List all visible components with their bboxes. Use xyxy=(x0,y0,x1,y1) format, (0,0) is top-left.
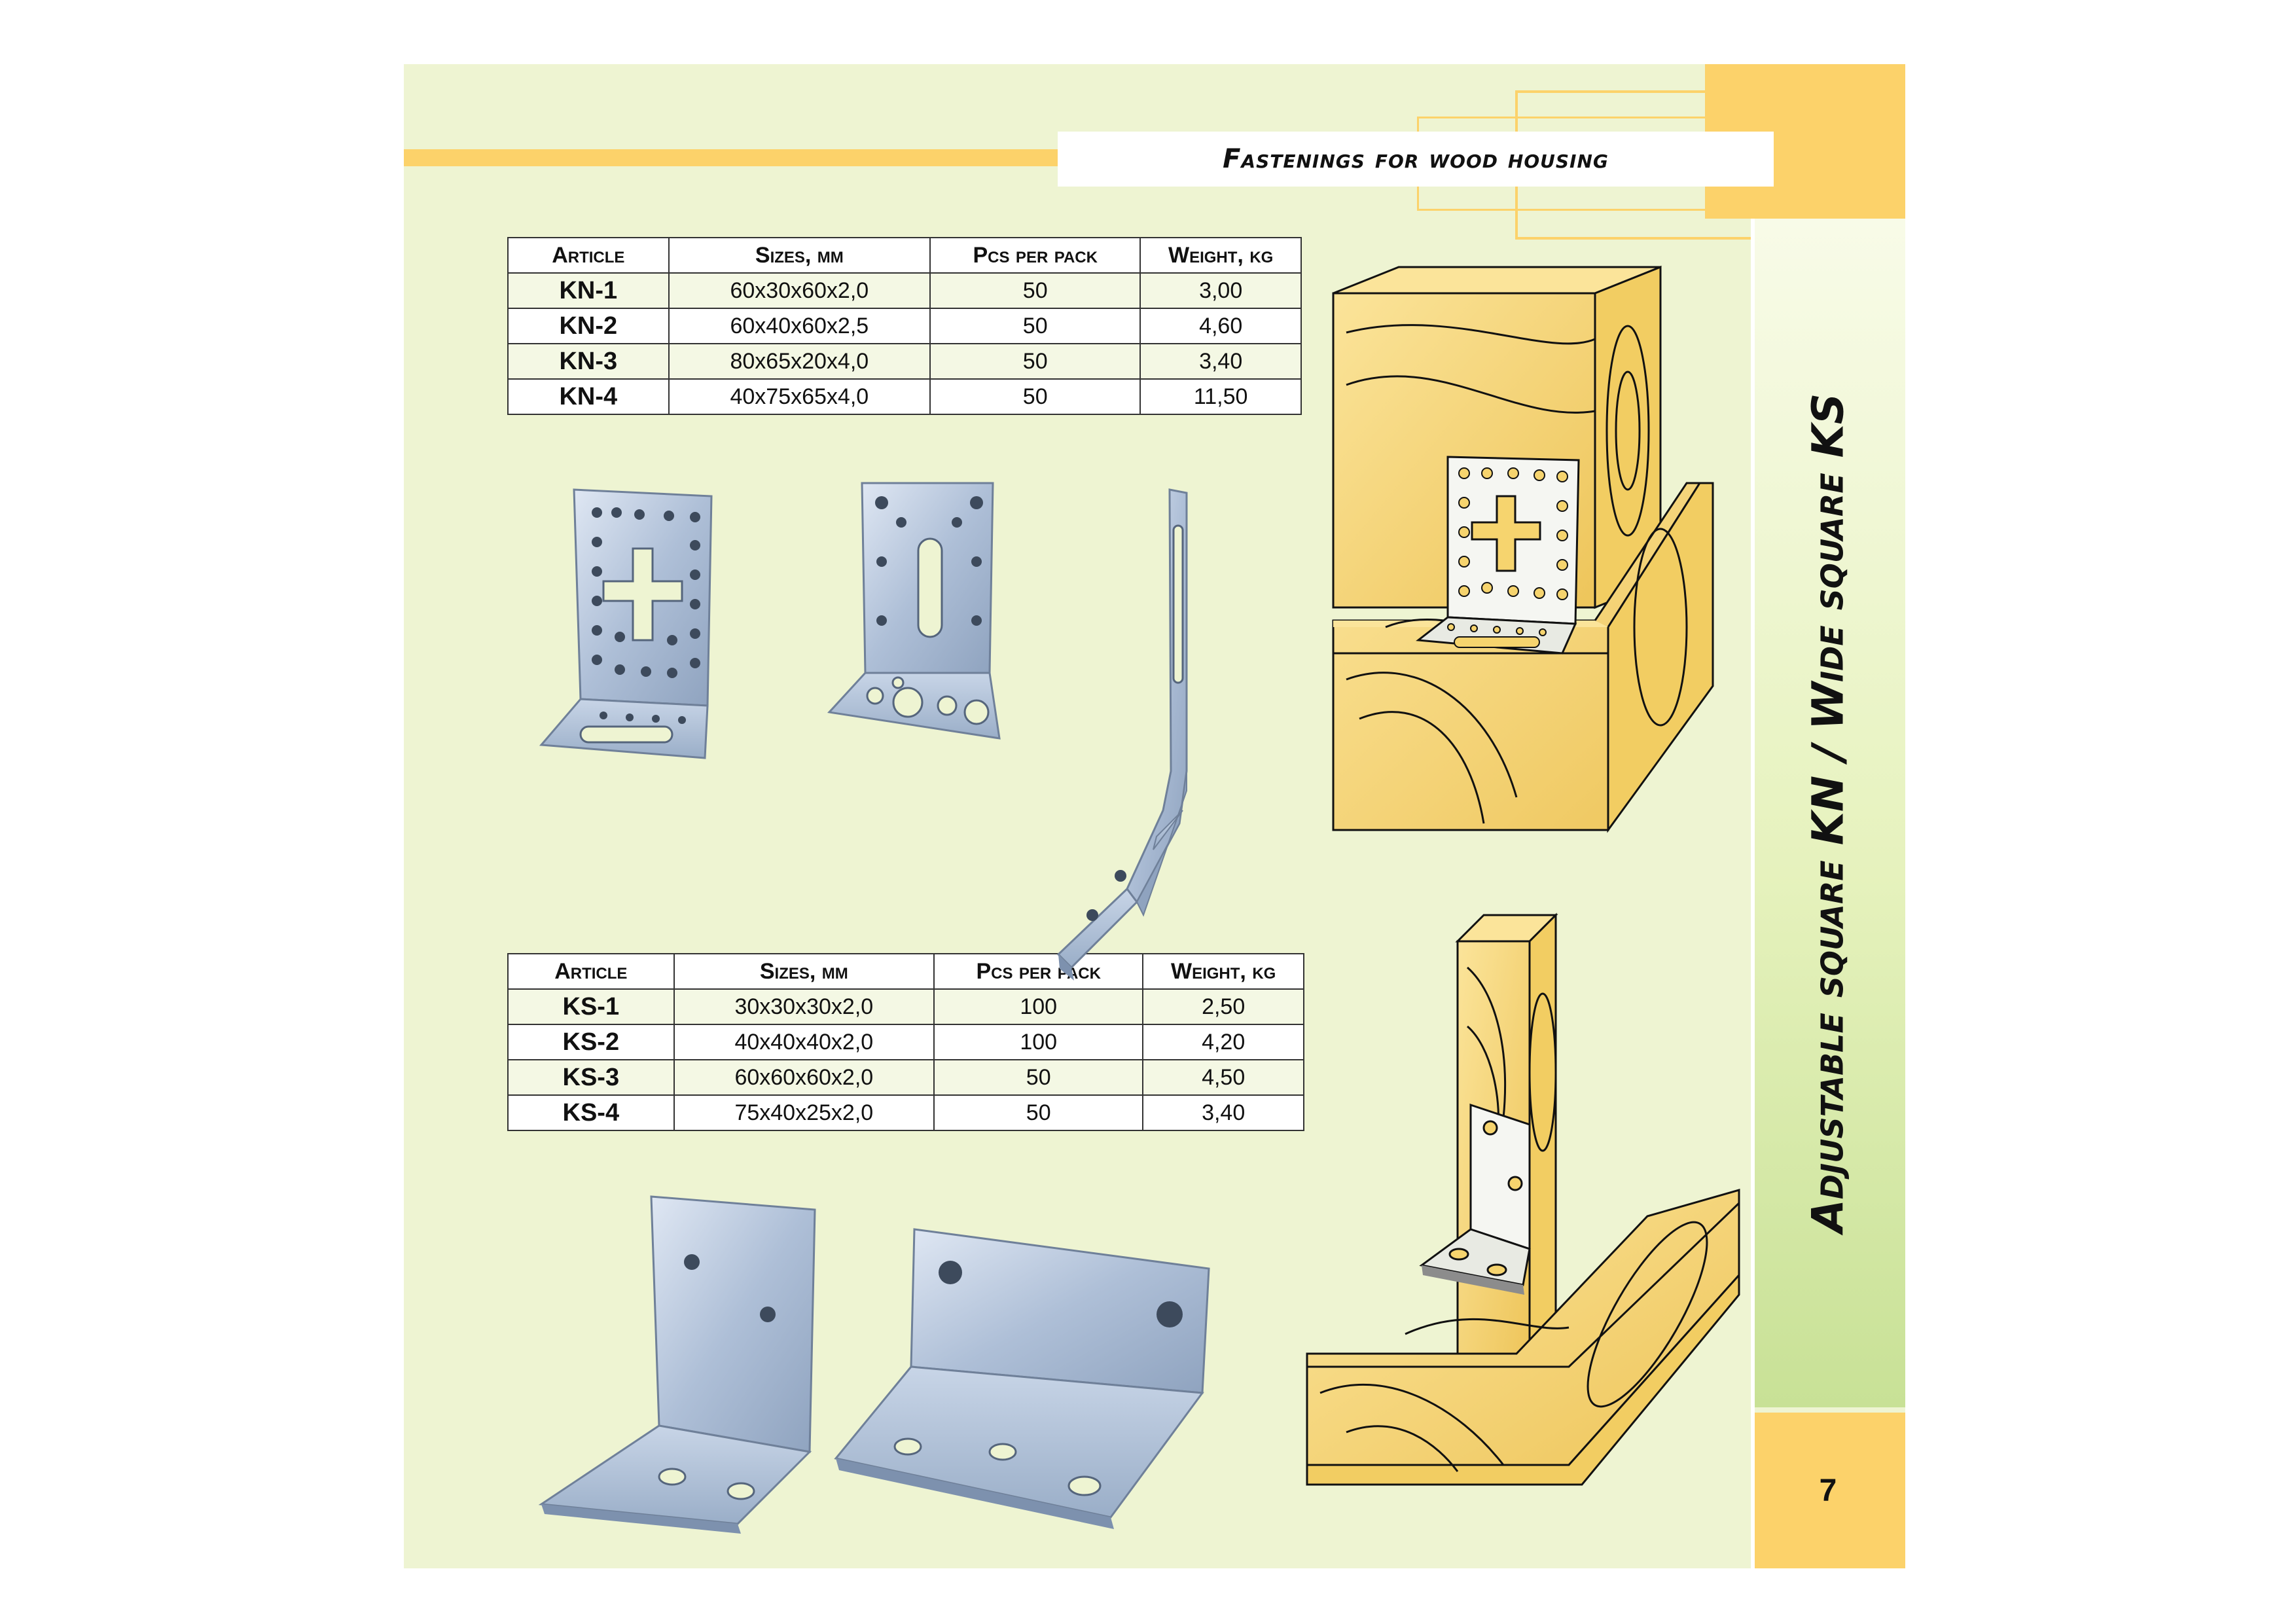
article-cell: KS-1 xyxy=(507,988,675,1025)
pcs-cell: 100 xyxy=(933,988,1144,1025)
table-row: KN-2 60x40x60x2,5 50 4,60 xyxy=(507,308,1302,344)
weight-cell: 3,40 xyxy=(1142,1094,1304,1131)
weight-cell: 2,50 xyxy=(1142,988,1304,1025)
ks-wood-installation-image xyxy=(1306,912,1740,1486)
ks-narrow-bracket-image xyxy=(538,1195,816,1534)
pcs-cell: 50 xyxy=(933,1094,1144,1131)
sizes-cell: 60x60x60x2,0 xyxy=(673,1059,935,1096)
article-cell: KN-1 xyxy=(507,272,670,309)
sizes-cell: 30x30x30x2,0 xyxy=(673,988,935,1025)
column-header: Weight, kg xyxy=(1139,237,1302,274)
weight-cell: 3,40 xyxy=(1139,343,1302,380)
table-row: KS-3 60x60x60x2,0 50 4,50 xyxy=(507,1059,1304,1096)
kn-spec-table: Article Sizes, mm Pcs per pack Weight, k… xyxy=(507,237,1302,415)
ks-wide-bracket-image xyxy=(834,1228,1210,1529)
table-row: KN-3 80x65x20x4,0 50 3,40 xyxy=(507,343,1302,380)
header-stripe xyxy=(404,149,1058,166)
column-header: Pcs per pack xyxy=(929,237,1141,274)
page-number: 7 xyxy=(1819,1473,1837,1508)
article-cell: KN-2 xyxy=(507,308,670,344)
pcs-cell: 50 xyxy=(929,272,1141,309)
table-row: KS-2 40x40x40x2,0 100 4,20 xyxy=(507,1024,1304,1060)
column-header: Sizes, mm xyxy=(673,953,935,990)
header-box: Fastenings for wood housing xyxy=(1058,132,1774,187)
page-number-box: 7 xyxy=(1751,1407,1905,1568)
catalog-page: Fastenings for wood housing Adjustable s… xyxy=(404,64,1905,1568)
pcs-cell: 50 xyxy=(929,378,1141,415)
sizes-cell: 75x40x25x2,0 xyxy=(673,1094,935,1131)
kn-long-angle-image xyxy=(1056,488,1188,981)
column-header: Pcs per pack xyxy=(933,953,1144,990)
page-title: Fastenings for wood housing xyxy=(1223,144,1609,174)
column-header: Article xyxy=(507,953,675,990)
article-cell: KS-4 xyxy=(507,1094,675,1131)
weight-cell: 4,20 xyxy=(1142,1024,1304,1060)
article-cell: KS-3 xyxy=(507,1059,675,1096)
sizes-cell: 40x40x40x2,0 xyxy=(673,1024,935,1060)
kn-wood-installation-image xyxy=(1332,265,1714,833)
sizes-cell: 40x75x65x4,0 xyxy=(668,378,931,415)
sizes-cell: 80x65x20x4,0 xyxy=(668,343,931,380)
column-header: Weight, kg xyxy=(1142,953,1304,990)
side-strip: Adjustable square KN / Wide square KS xyxy=(1751,219,1905,1407)
table-row: KN-1 60x30x60x2,0 50 3,00 xyxy=(507,272,1302,309)
weight-cell: 4,50 xyxy=(1142,1059,1304,1096)
weight-cell: 3,00 xyxy=(1139,272,1302,309)
pcs-cell: 50 xyxy=(933,1059,1144,1096)
section-title-vertical: Adjustable square KN / Wide square KS xyxy=(1803,393,1854,1233)
weight-cell: 11,50 xyxy=(1139,378,1302,415)
table-row: KN-4 40x75x65x4,0 50 11,50 xyxy=(507,378,1302,415)
pcs-cell: 50 xyxy=(929,343,1141,380)
ks-spec-table: Article Sizes, mm Pcs per pack Weight, k… xyxy=(507,953,1304,1131)
table-header-row: Article Sizes, mm Pcs per pack Weight, k… xyxy=(507,953,1304,990)
table-row: KS-4 75x40x25x2,0 50 3,40 xyxy=(507,1094,1304,1131)
sizes-cell: 60x30x60x2,0 xyxy=(668,272,931,309)
column-header: Sizes, mm xyxy=(668,237,931,274)
sizes-cell: 60x40x60x2,5 xyxy=(668,308,931,344)
kn-perforated-bracket-image xyxy=(539,488,713,759)
column-header: Article xyxy=(507,237,670,274)
article-cell: KN-4 xyxy=(507,378,670,415)
article-cell: KS-2 xyxy=(507,1024,675,1060)
pcs-cell: 100 xyxy=(933,1024,1144,1060)
kn-slotted-bracket-image xyxy=(827,482,1001,740)
pcs-cell: 50 xyxy=(929,308,1141,344)
table-header-row: Article Sizes, mm Pcs per pack Weight, k… xyxy=(507,237,1302,274)
table-row: KS-1 30x30x30x2,0 100 2,50 xyxy=(507,988,1304,1025)
weight-cell: 4,60 xyxy=(1139,308,1302,344)
article-cell: KN-3 xyxy=(507,343,670,380)
